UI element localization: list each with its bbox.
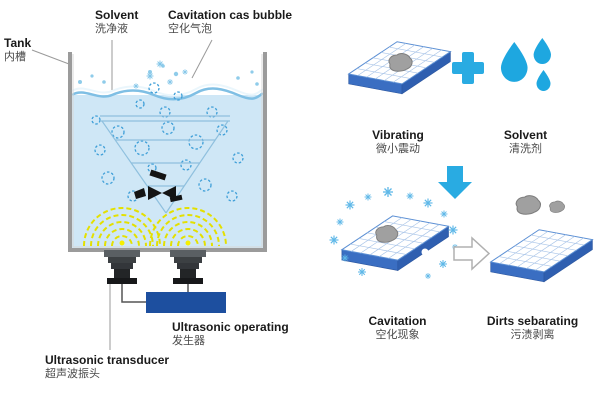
cavitation-bubbles: [91, 82, 244, 202]
transducer-right: [170, 250, 206, 284]
dirt-blob-on-cavitation-tile: [375, 225, 399, 243]
tank-walls: [68, 52, 267, 252]
parts-basket: [100, 115, 230, 214]
solvent-drops-icon: [500, 38, 551, 91]
tank-water: [71, 64, 264, 248]
ultrasonic-waves: [83, 207, 227, 247]
splash-dots: [78, 64, 259, 86]
wave-origin-right: [185, 240, 191, 246]
bubble-dot: [421, 248, 429, 256]
metal-parts: [134, 169, 183, 203]
plus-icon: [452, 52, 484, 84]
dirt-blob-on-vibrating-tile: [388, 53, 413, 72]
wires: [121, 284, 189, 303]
surface-sparks: [132, 60, 189, 90]
tile-clean: [490, 229, 593, 283]
separated-dirt-blobs: [515, 195, 565, 215]
down-arrow-icon: [438, 166, 472, 199]
leader-lines: [31, 39, 213, 350]
tank-walls-highlight: [72, 54, 263, 248]
tile-cavitation: [341, 215, 450, 272]
right-arrow-icon: [453, 236, 491, 271]
wave-origin-left: [119, 240, 125, 246]
generator-box: [146, 292, 226, 313]
transducer-left: [104, 250, 140, 284]
